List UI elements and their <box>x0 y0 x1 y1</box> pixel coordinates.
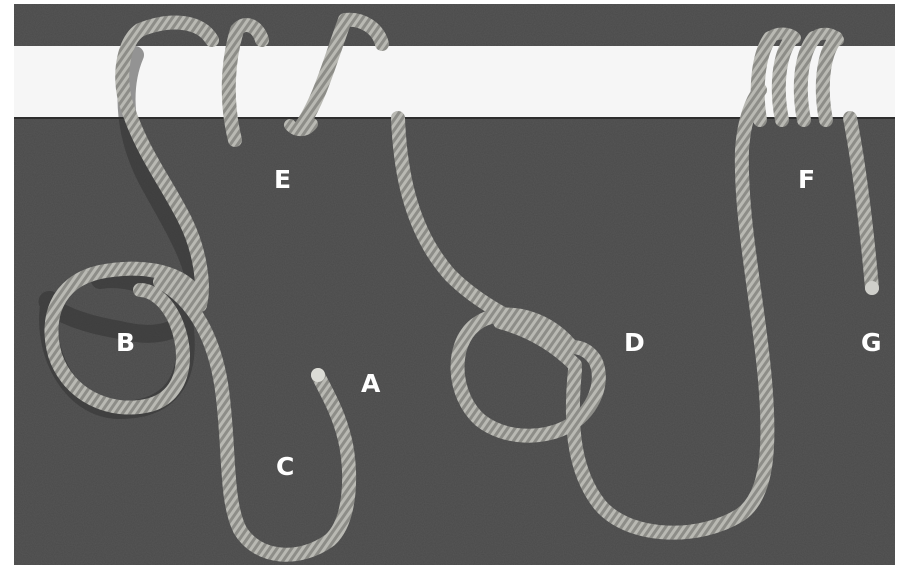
label-a: A <box>361 371 380 396</box>
label-b: B <box>116 330 135 355</box>
label-c: C <box>276 454 294 479</box>
label-g: G <box>861 330 882 355</box>
label-d: D <box>624 330 645 355</box>
label-f: F <box>798 167 815 192</box>
label-e: E <box>274 167 291 192</box>
